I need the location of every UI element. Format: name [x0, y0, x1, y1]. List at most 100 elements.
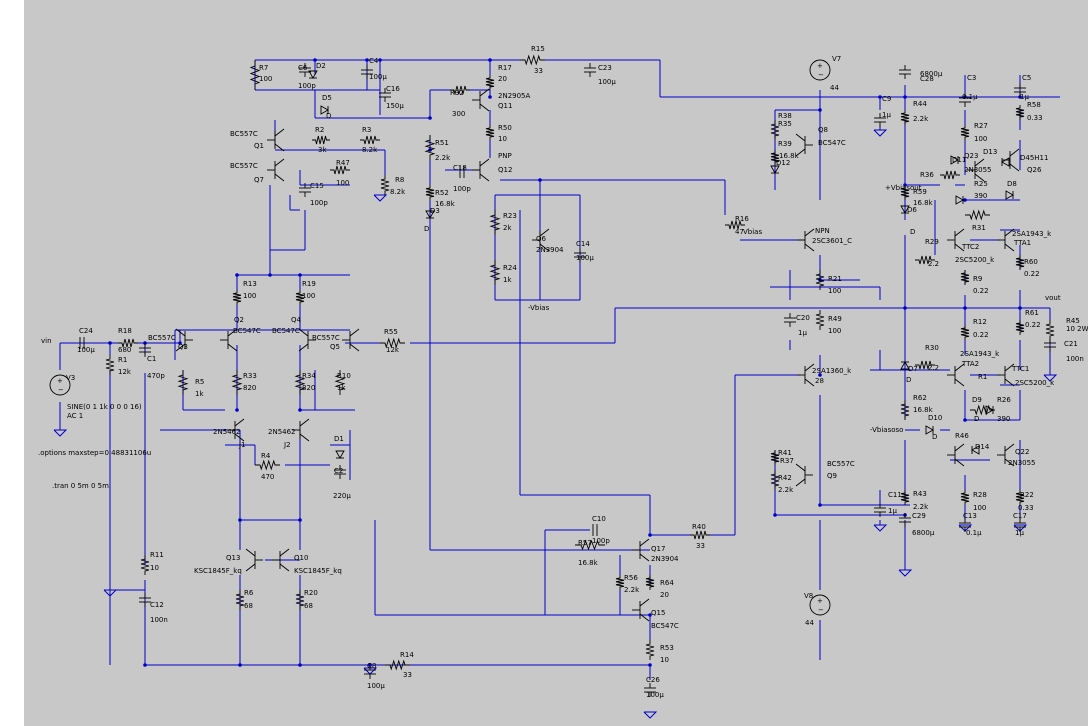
label-r25[interactable]: R25	[974, 180, 988, 188]
label-r4v[interactable]: 470	[261, 473, 274, 481]
label-q13t[interactable]: KSC1845F_kq	[194, 567, 242, 575]
label-q8[interactable]: Q8	[818, 126, 828, 134]
label-c26[interactable]: C26	[646, 676, 660, 684]
label-c15[interactable]: C15	[310, 182, 324, 190]
label-bc2[interactable]: BC557C	[230, 162, 258, 170]
label-q2sc52b[interactable]: 2SC5200_k	[1015, 379, 1055, 387]
label-q15[interactable]: Q15	[651, 609, 665, 617]
label-r62v[interactable]: 16.8k	[913, 406, 934, 414]
label-r33[interactable]: R33	[243, 372, 257, 380]
label-c12[interactable]: C12	[150, 601, 164, 609]
label-v3[interactable]: V3	[66, 374, 75, 382]
label-d3d[interactable]: D	[424, 225, 429, 233]
label-r5[interactable]: R5	[195, 378, 204, 386]
label-c3[interactable]: C3	[967, 74, 976, 82]
label-r43[interactable]: R43	[913, 490, 927, 498]
label-q22[interactable]: Q22	[1015, 448, 1029, 456]
label-d10d[interactable]: D	[932, 433, 937, 441]
label-c11[interactable]: C11	[888, 491, 902, 499]
label-c17v[interactable]: 1µ	[1015, 529, 1024, 537]
label-q11t[interactable]: 2N2905A	[498, 92, 531, 100]
label-c2[interactable]: C2	[334, 467, 343, 475]
label-d14[interactable]: D14	[975, 443, 990, 451]
label-vbiasout[interactable]: +Vbiasout	[885, 184, 922, 192]
label-c18[interactable]: C18	[453, 164, 467, 172]
label-vbiasoso[interactable]: -Vbiasoso	[870, 426, 903, 434]
label-r35[interactable]: R35	[778, 120, 792, 128]
label-q3[interactable]: Q3	[178, 343, 188, 351]
label-v7v[interactable]: 44	[830, 84, 839, 92]
label-r19v[interactable]: 100	[302, 292, 315, 300]
label-d12[interactable]: D12	[776, 159, 790, 167]
label-r23[interactable]: R23	[503, 212, 517, 220]
label-r60[interactable]: R60	[1024, 258, 1038, 266]
label-c24[interactable]: C24	[79, 327, 93, 335]
label-d13[interactable]: D13	[983, 148, 997, 156]
label-npn[interactable]: NPN	[815, 227, 830, 235]
label-r21v[interactable]: 100	[828, 287, 841, 295]
label-bc5[interactable]: BC547C	[272, 327, 300, 335]
label-r49v[interactable]: 100	[828, 327, 841, 335]
label-r52v[interactable]: 16.8k	[435, 200, 456, 208]
label-c4[interactable]: C4	[369, 57, 379, 65]
label-r43v[interactable]: 2.2k	[913, 503, 929, 511]
label-r42[interactable]: R42	[778, 474, 792, 482]
label-c16[interactable]: C16	[386, 85, 400, 93]
label-c5[interactable]: C5	[1022, 74, 1031, 82]
label-r31[interactable]: R31	[972, 224, 986, 232]
label-r61v[interactable]: 0.22	[1025, 321, 1041, 329]
label-q5[interactable]: Q5	[330, 343, 340, 351]
label-r58[interactable]: R58	[1027, 101, 1041, 109]
label-c13v[interactable]: 0.1µ	[966, 529, 982, 537]
label-r17v[interactable]: 20	[498, 75, 507, 83]
label-bc4[interactable]: BC547C	[233, 327, 261, 335]
label-r45v[interactable]: 10 2W	[1066, 325, 1088, 333]
label-r49[interactable]: R49	[828, 315, 842, 323]
label-c6v[interactable]: 100p	[298, 82, 316, 90]
label-r39v[interactable]: 16.8k	[779, 152, 800, 160]
label-ttc1[interactable]: TTC1	[1011, 365, 1029, 373]
label-v8[interactable]: V8	[804, 592, 813, 600]
label-r14v[interactable]: 33	[403, 671, 412, 679]
label-c13[interactable]: C13	[963, 512, 977, 520]
label-q17t[interactable]: 2N3904	[651, 555, 679, 563]
label-r29[interactable]: R29	[925, 238, 939, 246]
label-c8v[interactable]: 100µ	[367, 682, 385, 690]
label-r57v[interactable]: 16.8k	[578, 559, 599, 567]
label-d9[interactable]: D9	[972, 396, 982, 404]
label-d45[interactable]: D45H11	[1020, 154, 1048, 162]
label-opts[interactable]: .options maxstep=0.48831106u	[38, 449, 151, 457]
label-r36[interactable]: R36	[920, 171, 934, 179]
label-d9d[interactable]: D	[974, 415, 979, 423]
label-r6[interactable]: R6	[244, 589, 254, 597]
label-v7[interactable]: V7	[832, 55, 841, 63]
label-r9v[interactable]: 0.22	[973, 287, 989, 295]
label-r3[interactable]: R3	[362, 126, 371, 134]
label-r39[interactable]: R39	[778, 140, 792, 148]
label-r32[interactable]: R32	[450, 89, 464, 97]
label-r18[interactable]: R18	[118, 327, 132, 335]
label-j1t[interactable]: 2N5462	[213, 428, 241, 436]
label-q2san[interactable]: 28	[815, 377, 824, 385]
label-j1[interactable]: J1	[238, 441, 246, 449]
label-tran[interactable]: .tran 0 5m 0 5m	[52, 482, 109, 490]
label-r23v[interactable]: 2k	[503, 224, 512, 232]
label-pnp[interactable]: PNP	[498, 152, 512, 160]
label-r15v[interactable]: 33	[534, 67, 543, 75]
label-r62[interactable]: R62	[913, 394, 927, 402]
label-vout[interactable]: vout	[1045, 294, 1061, 302]
label-r34[interactable]: R34	[302, 372, 316, 380]
label-c3v[interactable]: 0.1µ	[962, 93, 978, 101]
label-vbias[interactable]: -Vbias	[528, 304, 550, 312]
label-r15[interactable]: R15	[531, 45, 545, 53]
label-r2v[interactable]: 3k	[318, 146, 327, 154]
label-r32v[interactable]: 300	[452, 110, 465, 118]
label-r11[interactable]: R11	[150, 551, 164, 559]
label-r24[interactable]: R24	[503, 264, 517, 272]
label-r37[interactable]: R37	[780, 457, 794, 465]
label-r12[interactable]: R12	[973, 318, 987, 326]
label-r61[interactable]: R61	[1025, 309, 1039, 317]
label-q2sa1943b[interactable]: 2SA1943_k	[960, 350, 1000, 358]
label-bc1[interactable]: BC557C	[230, 130, 258, 138]
